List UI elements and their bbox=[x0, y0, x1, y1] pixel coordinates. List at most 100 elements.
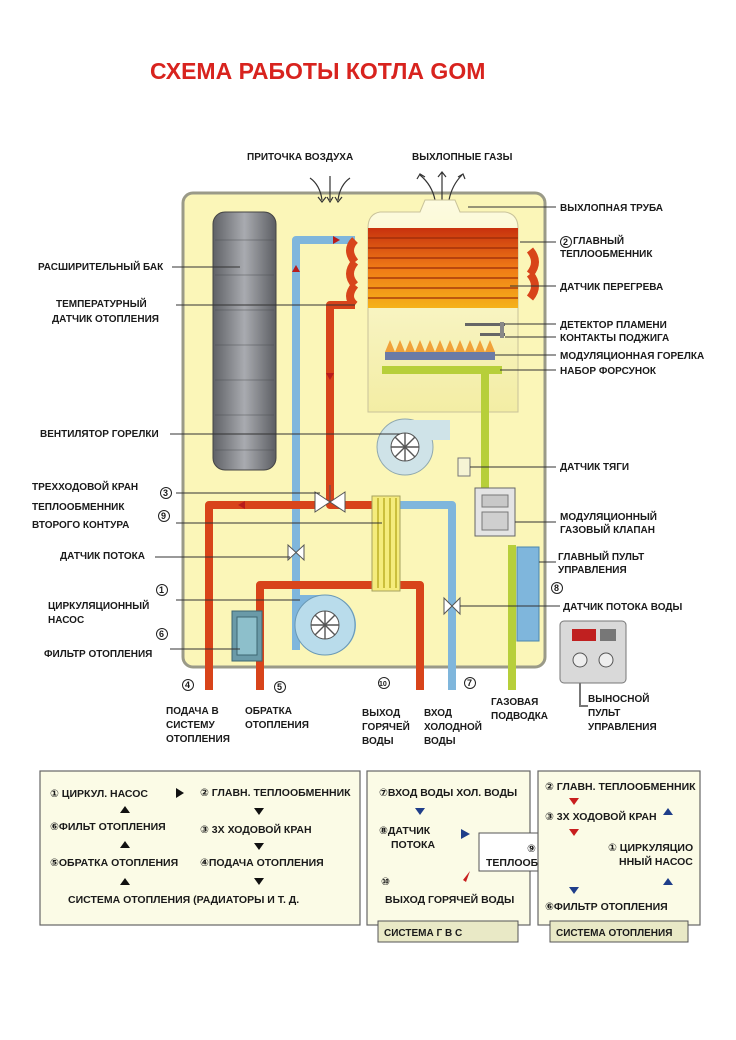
p3-arrow-down-red-2 bbox=[569, 829, 579, 836]
burner-fan bbox=[376, 418, 450, 476]
heating-filter bbox=[231, 610, 263, 662]
p2-tag: СИСТЕМА Г В С bbox=[384, 928, 462, 939]
label-gas-valve-1: МОДУЛЯЦИОННЫЙ bbox=[560, 510, 657, 523]
marker-1: 1 bbox=[159, 585, 164, 595]
circulation-pump bbox=[294, 594, 356, 656]
p2-hx-num: ⑨ bbox=[527, 843, 536, 855]
label-gas-1: ГАЗОВАЯ bbox=[491, 697, 538, 708]
label-burner-fan: ВЕНТИЛЯТОР ГОРЕЛКИ bbox=[40, 429, 159, 440]
label-hot-out-2: ГОРЯЧЕЙ bbox=[362, 720, 410, 733]
label-remote-1: ВЫНОСНОЙ bbox=[588, 692, 649, 705]
label-main-hx-2: ТЕПЛООБМЕННИК bbox=[560, 249, 653, 260]
label-flow-sensor: ДАТЧИК ПОТОКА bbox=[60, 551, 145, 562]
label-gas-valve-2: ГАЗОВЫЙ КЛАПАН bbox=[560, 523, 655, 536]
label-return-1: ОБРАТКА bbox=[245, 706, 292, 717]
marker-6: 6 bbox=[159, 629, 164, 639]
label-modulating-burner: МОДУЛЯЦИОННАЯ ГОРЕЛКА bbox=[560, 351, 704, 362]
marker-2: 2 bbox=[563, 237, 568, 247]
label-control-panel-1: ГЛАВНЫЙ ПУЛЬТ bbox=[558, 550, 644, 563]
label-flame-detector: ДЕТЕКТОР ПЛАМЕНИ bbox=[560, 320, 667, 331]
p3-filter: ⑥ФИЛЬТР ОТОПЛЕНИЯ bbox=[545, 901, 668, 913]
remote-control bbox=[559, 620, 627, 707]
p2-sensor-2: ПОТОКА bbox=[391, 839, 435, 851]
p3-pump-2: ННЫЙ НАСОС bbox=[619, 855, 693, 868]
leader-lines bbox=[155, 206, 560, 650]
p2-hot-num: ⑩ bbox=[381, 876, 390, 888]
label-cold-in-3: ВОДЫ bbox=[424, 736, 456, 747]
p2-arrow-right bbox=[461, 829, 470, 839]
p3-arrow-up-2 bbox=[663, 878, 673, 885]
flame-detector bbox=[465, 322, 505, 338]
p3-arrow-down-blue bbox=[569, 887, 579, 894]
draft-sensor bbox=[457, 457, 471, 477]
label-cold-in-2: ХОЛОДНОЙ bbox=[424, 720, 482, 733]
label-water-flow-sensor: ДАТЧИК ПОТОКА ВОДЫ bbox=[563, 602, 683, 613]
label-three-way-valve: ТРЕХХОДОВОЙ КРАН bbox=[32, 480, 138, 493]
label-secondary-hx-1: ТЕПЛООБМЕННИК bbox=[32, 502, 125, 513]
label-expansion-tank: РАСШИРИТЕЛЬНЫЙ БАК bbox=[38, 260, 164, 273]
main-heat-exchanger bbox=[346, 228, 539, 309]
p3-main-hx: ② ГЛАВН. ТЕПЛООБМЕННИК bbox=[545, 781, 696, 793]
main-control-panel bbox=[516, 546, 540, 642]
label-cold-in-1: ВХОД bbox=[424, 708, 452, 719]
panel-heating-flow: ① ЦИРКУЛ. НАСОС ② ГЛАВН. ТЕПЛООБМЕННИК ⑥… bbox=[39, 770, 361, 926]
label-return-2: ОТОПЛЕНИЯ bbox=[245, 720, 309, 731]
p1-arrow-down-3 bbox=[254, 878, 264, 885]
exhaust-arrows bbox=[416, 171, 466, 201]
label-supply-2: СИСТЕМУ bbox=[166, 720, 215, 731]
p2-sensor-1: ⑧ДАТЧИК bbox=[379, 825, 431, 837]
label-air-intake: ПРИТОЧКА ВОЗДУХА bbox=[247, 152, 353, 163]
p1-return: ⑤ОБРАТКА ОТОПЛЕНИЯ bbox=[50, 857, 178, 869]
number-markers: 2 3 9 1 6 8 4 5 10 7 bbox=[156, 236, 572, 693]
label-circ-pump-1: ЦИРКУЛЯЦИОННЫЙ bbox=[48, 599, 149, 612]
label-draft-sensor: ДАТЧИК ТЯГИ bbox=[560, 462, 629, 473]
p2-arrow-down bbox=[415, 808, 425, 815]
p1-arrow-up-3 bbox=[120, 878, 130, 885]
label-temp-sensor-1: ТЕМПЕРАТУРНЫЙ bbox=[56, 297, 147, 310]
marker-7: 7 bbox=[467, 678, 472, 688]
label-circ-pump-2: НАСОС bbox=[48, 615, 84, 626]
page-title: СХЕМА РАБОТЫ КОТЛА GOM bbox=[150, 58, 485, 84]
flow-arrows bbox=[238, 236, 340, 509]
marker-3: 3 bbox=[163, 488, 168, 498]
p3-tag: СИСТЕМА ОТОПЛЕНИЯ bbox=[556, 928, 672, 939]
p1-radiators: СИСТЕМА ОТОПЛЕНИЯ (РАДИАТОРЫ И Т. Д. bbox=[68, 894, 299, 906]
p3-arrow-up-1 bbox=[663, 808, 673, 815]
panel-heating-system: ② ГЛАВН. ТЕПЛООБМЕННИК ③ 3Х ХОДОВОЙ КРАН… bbox=[537, 770, 701, 943]
label-hot-out-1: ВЫХОД bbox=[362, 708, 400, 719]
label-heating-filter: ФИЛЬТР ОТОПЛЕНИЯ bbox=[44, 649, 152, 660]
p1-arrow-up-1 bbox=[120, 806, 130, 813]
label-temp-sensor-2: ДАТЧИК ОТОПЛЕНИЯ bbox=[52, 314, 159, 325]
p3-pump-1: ① ЦИРКУЛЯЦИО bbox=[608, 842, 693, 854]
p1-filter: ⑥ФИЛЬТ ОТОПЛЕНИЯ bbox=[50, 821, 166, 833]
label-secondary-hx-2: ВТОРОГО КОНТУРА bbox=[32, 520, 129, 531]
p1-arrow-up-2 bbox=[120, 841, 130, 848]
expansion-tank bbox=[212, 211, 277, 471]
p1-main-hx: ② ГЛАВН. ТЕПЛООБМЕННИК bbox=[200, 787, 351, 799]
p2-hot-out: ВЫХОД ГОРЯЧЕЙ ВОДЫ bbox=[385, 893, 514, 906]
label-exhaust-gases: ВЫХЛОПНЫЕ ГАЗЫ bbox=[412, 152, 513, 163]
p1-arrow-down-1 bbox=[254, 808, 264, 815]
marker-4: 4 bbox=[185, 680, 190, 690]
water-flow-valve bbox=[443, 596, 461, 616]
p1-arrow-right bbox=[176, 788, 184, 798]
marker-10: 10 bbox=[379, 681, 387, 688]
label-nozzle-set: НАБОР ФОРСУНОК bbox=[560, 366, 657, 377]
modulating-burner bbox=[382, 340, 502, 374]
p2-cold-in: ⑦ВХОД ВОДЫ ХОЛ. ВОДЫ bbox=[379, 787, 517, 799]
label-overheat-sensor: ДАТЧИК ПЕРЕГРЕВА bbox=[560, 282, 663, 293]
label-gas-2: ПОДВОДКА bbox=[491, 711, 548, 722]
label-exhaust-pipe: ВЫХЛОПНАЯ ТРУБА bbox=[560, 203, 663, 214]
p3-arrow-down-red bbox=[569, 798, 579, 805]
gas-lines bbox=[481, 370, 516, 690]
flow-sensor-valve bbox=[287, 543, 305, 562]
label-control-panel-2: УПРАВЛЕНИЯ bbox=[558, 565, 627, 576]
label-hot-out-3: ВОДЫ bbox=[362, 736, 394, 747]
marker-8: 8 bbox=[554, 583, 559, 593]
secondary-heat-exchanger bbox=[371, 495, 401, 592]
p3-valve: ③ 3Х ХОДОВОЙ КРАН bbox=[545, 810, 657, 823]
label-supply-3: ОТОПЛЕНИЯ bbox=[166, 734, 230, 745]
gas-valve bbox=[474, 487, 516, 537]
outlet-stubs bbox=[205, 667, 516, 690]
